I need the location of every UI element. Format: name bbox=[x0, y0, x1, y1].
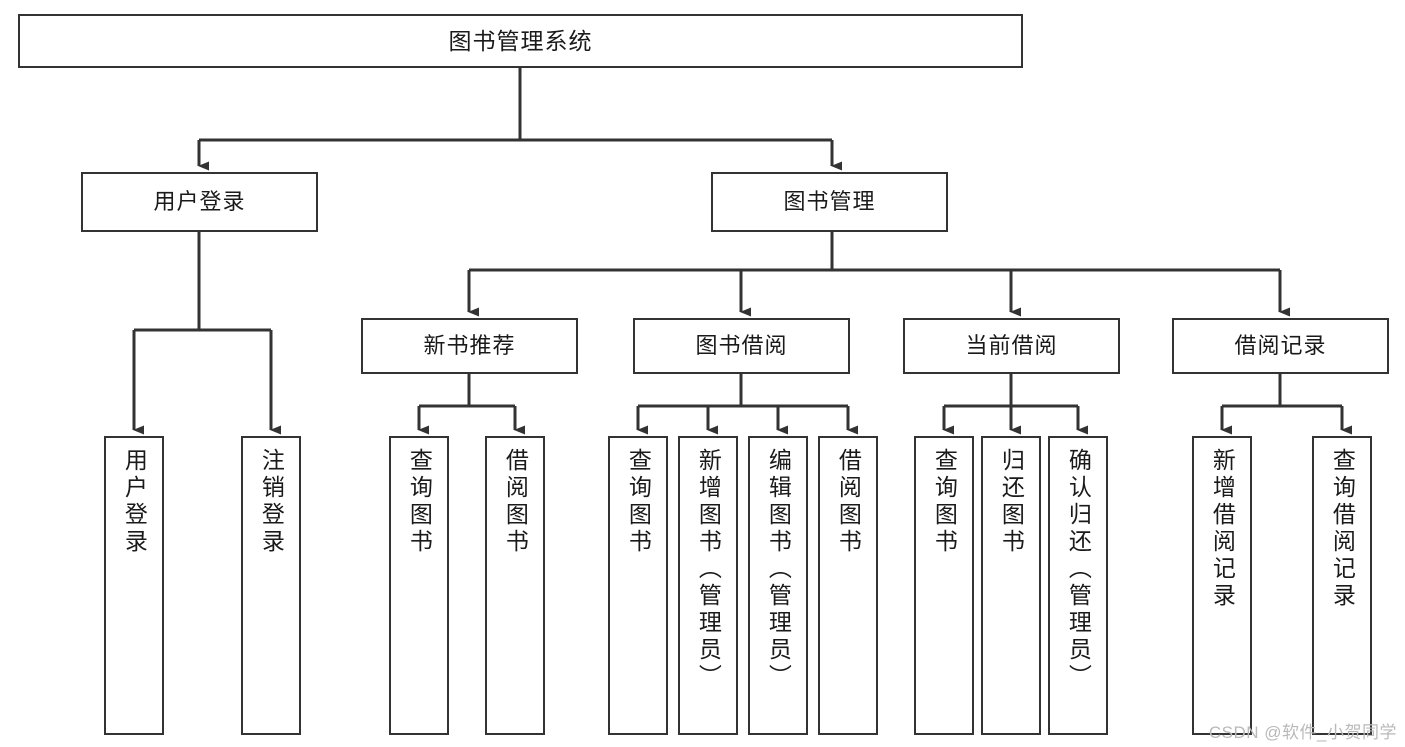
node-book-manage[interactable]: 图书管理 bbox=[711, 172, 948, 232]
node-root-label: 图书管理系统 bbox=[448, 27, 593, 54]
node-leaf-current-query-book-label: 查询图书 bbox=[931, 448, 958, 556]
node-new-book-recommend[interactable]: 新书推荐 bbox=[361, 318, 578, 374]
node-borrow-record[interactable]: 借阅记录 bbox=[1172, 318, 1389, 374]
node-leaf-borrow-add-book-admin-label: 新增图书（管理员） bbox=[695, 448, 722, 691]
node-leaf-recommend-query-book[interactable]: 查询图书 bbox=[389, 436, 449, 735]
node-user-login-label: 用户登录 bbox=[153, 189, 246, 215]
node-leaf-current-confirm-return-admin-label: 确认归还（管理员） bbox=[1065, 448, 1092, 691]
node-leaf-user-logout[interactable]: 注销登录 bbox=[241, 436, 301, 735]
node-new-book-recommend-label: 新书推荐 bbox=[423, 333, 516, 359]
node-leaf-current-return-book[interactable]: 归还图书 bbox=[981, 436, 1041, 735]
node-root[interactable]: 图书管理系统 bbox=[18, 14, 1023, 68]
node-leaf-borrow-query-book[interactable]: 查询图书 bbox=[608, 436, 668, 735]
node-user-login[interactable]: 用户登录 bbox=[81, 172, 318, 232]
node-leaf-borrow-edit-book-admin[interactable]: 编辑图书（管理员） bbox=[748, 436, 808, 735]
node-book-manage-label: 图书管理 bbox=[783, 189, 876, 215]
node-leaf-record-add-label: 新增借阅记录 bbox=[1209, 448, 1236, 610]
node-leaf-record-add[interactable]: 新增借阅记录 bbox=[1192, 436, 1252, 735]
node-leaf-recommend-borrow-book[interactable]: 借阅图书 bbox=[485, 436, 545, 735]
node-leaf-record-query[interactable]: 查询借阅记录 bbox=[1312, 436, 1372, 735]
node-leaf-borrow-query-book-label: 查询图书 bbox=[625, 448, 652, 556]
node-book-borrow-label: 图书借阅 bbox=[695, 333, 788, 359]
node-book-borrow[interactable]: 图书借阅 bbox=[633, 318, 850, 374]
node-leaf-current-query-book[interactable]: 查询图书 bbox=[914, 436, 974, 735]
node-leaf-current-confirm-return-admin[interactable]: 确认归还（管理员） bbox=[1048, 436, 1108, 735]
node-leaf-user-login[interactable]: 用户登录 bbox=[104, 436, 164, 735]
node-leaf-recommend-borrow-book-label: 借阅图书 bbox=[502, 448, 529, 556]
node-leaf-user-login-label: 用户登录 bbox=[121, 448, 148, 556]
node-leaf-borrow-book-label: 借阅图书 bbox=[835, 448, 862, 556]
node-leaf-record-query-label: 查询借阅记录 bbox=[1329, 448, 1356, 610]
node-leaf-borrow-add-book-admin[interactable]: 新增图书（管理员） bbox=[678, 436, 738, 735]
node-leaf-user-logout-label: 注销登录 bbox=[258, 448, 285, 556]
node-borrow-record-label: 借阅记录 bbox=[1234, 333, 1327, 359]
node-leaf-recommend-query-book-label: 查询图书 bbox=[406, 448, 433, 556]
node-leaf-borrow-book[interactable]: 借阅图书 bbox=[818, 436, 878, 735]
node-leaf-current-return-book-label: 归还图书 bbox=[998, 448, 1025, 556]
node-leaf-borrow-edit-book-admin-label: 编辑图书（管理员） bbox=[765, 448, 792, 691]
node-current-borrow-label: 当前借阅 bbox=[965, 333, 1058, 359]
node-current-borrow[interactable]: 当前借阅 bbox=[903, 318, 1120, 374]
